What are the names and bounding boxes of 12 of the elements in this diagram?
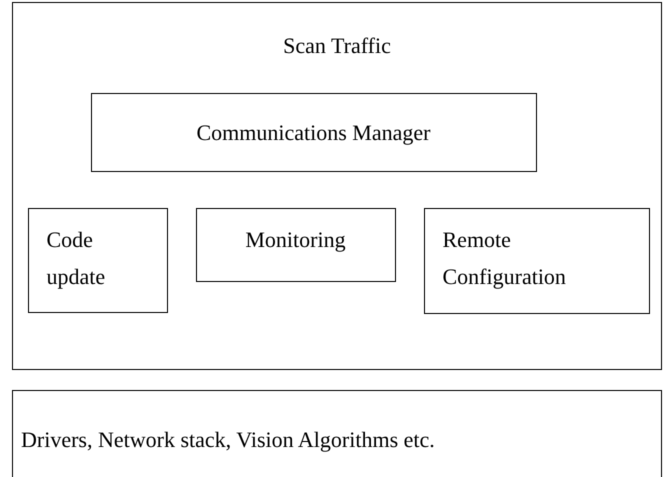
module-box [196, 208, 396, 282]
layer-panel [12, 390, 662, 477]
module-label: Communications Manager [195, 118, 432, 147]
panel-title: Scan Traffic [282, 32, 392, 60]
module-box [90, 92, 536, 172]
module-label: Code update [46, 226, 106, 291]
module-box [28, 208, 168, 312]
panel-label: Drivers, Network stack, Vision Algorithms etc. [21, 426, 436, 454]
module-label: Monitoring [244, 226, 347, 254]
module-label: Remote Configuration [442, 226, 567, 291]
module-box [424, 208, 650, 314]
layer-panel [12, 2, 662, 370]
